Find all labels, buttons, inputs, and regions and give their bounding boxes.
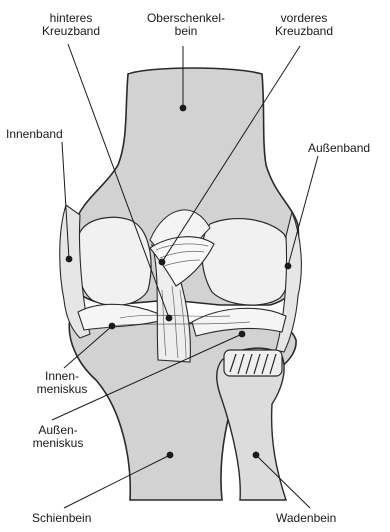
- label-aussenband: Außenband: [308, 142, 370, 155]
- label-aussenmeniskus: Außen- meniskus: [26, 424, 90, 450]
- lateral-condyle: [202, 219, 290, 306]
- label-vorderes-kreuzband: vorderes Kreuzband: [266, 12, 342, 38]
- label-oberschenkelbein: Oberschenkel- bein: [140, 12, 232, 38]
- label-innenmeniskus: Innen- meniskus: [30, 370, 94, 396]
- label-line: Kreuzband: [36, 25, 106, 38]
- label-line: bein: [140, 25, 232, 38]
- label-hinteres-kreuzband: hinteres Kreuzband: [36, 12, 106, 38]
- label-wadenbein: Wadenbein: [276, 512, 336, 525]
- label-line: meniskus: [30, 383, 94, 396]
- medial-condyle: [76, 217, 151, 305]
- label-line: meniskus: [26, 437, 90, 450]
- label-line: Kreuzband: [266, 25, 342, 38]
- label-innenband: Innenband: [6, 128, 63, 141]
- tibiofibular-ligament: [224, 350, 282, 376]
- label-schienbein: Schienbein: [32, 512, 91, 525]
